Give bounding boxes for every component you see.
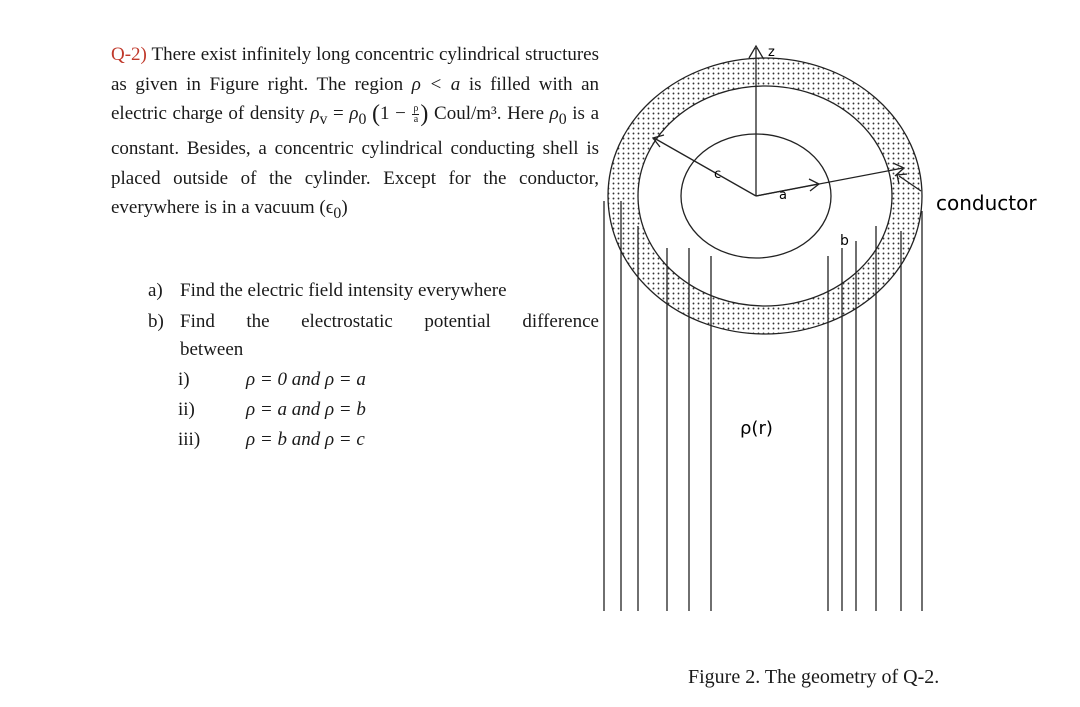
vacuum-close: ) <box>341 197 348 219</box>
part-b: b) Find the electrostatic potential diff… <box>111 306 599 337</box>
subpart-i-label: i) <box>178 369 190 390</box>
subpart-ii-expr: ρ = a and ρ = b <box>246 399 366 420</box>
part-a-label: a) <box>148 280 163 301</box>
fraction-numerator: ρ <box>412 103 420 116</box>
conductor-shell <box>607 57 923 335</box>
parts-list: a) Find the electric field intensity eve… <box>111 275 599 337</box>
density-subscript: v <box>319 110 328 128</box>
z-axis-label: z <box>768 45 775 60</box>
question-text-3: is a constant. Besides, a concentric cyl… <box>111 103 599 219</box>
radius-c-label: c <box>714 167 721 182</box>
radius-b-label: b <box>840 233 849 249</box>
cylinder-diagram: z c a b conductor ρ(r) <box>603 44 1037 611</box>
part-b-text: Find the electrostatic potential differe… <box>180 311 599 332</box>
subpart-ii-label: ii) <box>178 399 195 420</box>
one-minus: 1 − <box>379 103 406 124</box>
rho0-subscript-2: 0 <box>558 110 567 128</box>
part-a: a) Find the electric field intensity eve… <box>111 275 599 306</box>
radius-b-arrow-icon <box>892 162 906 177</box>
question-number: Q-2) <box>111 44 147 65</box>
region-condition: ρ < a <box>411 73 461 95</box>
problem-statement: Q-2) There exist infinitely long concent… <box>111 40 599 229</box>
radius-a-label: a <box>779 188 787 203</box>
question-text-2: is filled with an electric charge of den… <box>111 73 599 125</box>
part-b-continuation: between <box>180 339 244 360</box>
density-symbol: ρ <box>310 103 320 124</box>
density-units: Coul/m³. Here <box>428 103 550 124</box>
subpart-iii-label: iii) <box>178 429 201 450</box>
rho0-symbol: ρ <box>349 103 359 124</box>
subpart-i: i) ρ = 0 and ρ = a <box>178 369 366 391</box>
radius-c-line <box>653 137 757 197</box>
paren-close: ) <box>420 101 429 127</box>
vacuum-subscript: 0 <box>333 205 342 223</box>
paren-open: ( <box>371 101 380 127</box>
figure-caption: Figure 2. The geometry of Q-2. <box>688 666 940 688</box>
z-axis-arrow-icon <box>748 44 764 59</box>
charge-density-label: ρ(r) <box>740 418 773 439</box>
conductor-label: conductor <box>936 191 1037 215</box>
subpart-iii: iii) ρ = b and ρ = c <box>178 429 365 451</box>
cylinder-figure: z c a b conductor ρ(r) <box>596 36 1056 626</box>
fraction-denominator: a <box>413 114 419 126</box>
rho0-symbol-2: ρ <box>549 103 559 124</box>
conductor-leader-arrow-icon <box>896 173 908 185</box>
subpart-iii-expr: ρ = b and ρ = c <box>246 429 365 450</box>
subpart-i-expr: ρ = 0 and ρ = a <box>246 369 366 390</box>
question-text-1: There exist infinitely long concentric c… <box>111 44 599 95</box>
radius-b-line <box>755 167 904 197</box>
radius-c-arrow-icon <box>651 134 665 148</box>
density-equals: = <box>327 103 350 124</box>
vacuum-symbol: (ϵ <box>319 197 334 219</box>
part-b-label: b) <box>148 311 164 332</box>
subpart-ii: ii) ρ = a and ρ = b <box>178 399 366 421</box>
question-paragraph: Q-2) There exist infinitely long concent… <box>111 40 599 229</box>
rho0-subscript: 0 <box>358 110 367 128</box>
part-a-text: Find the electric field intensity everyw… <box>180 280 507 301</box>
conductor-leader-line <box>898 175 922 192</box>
